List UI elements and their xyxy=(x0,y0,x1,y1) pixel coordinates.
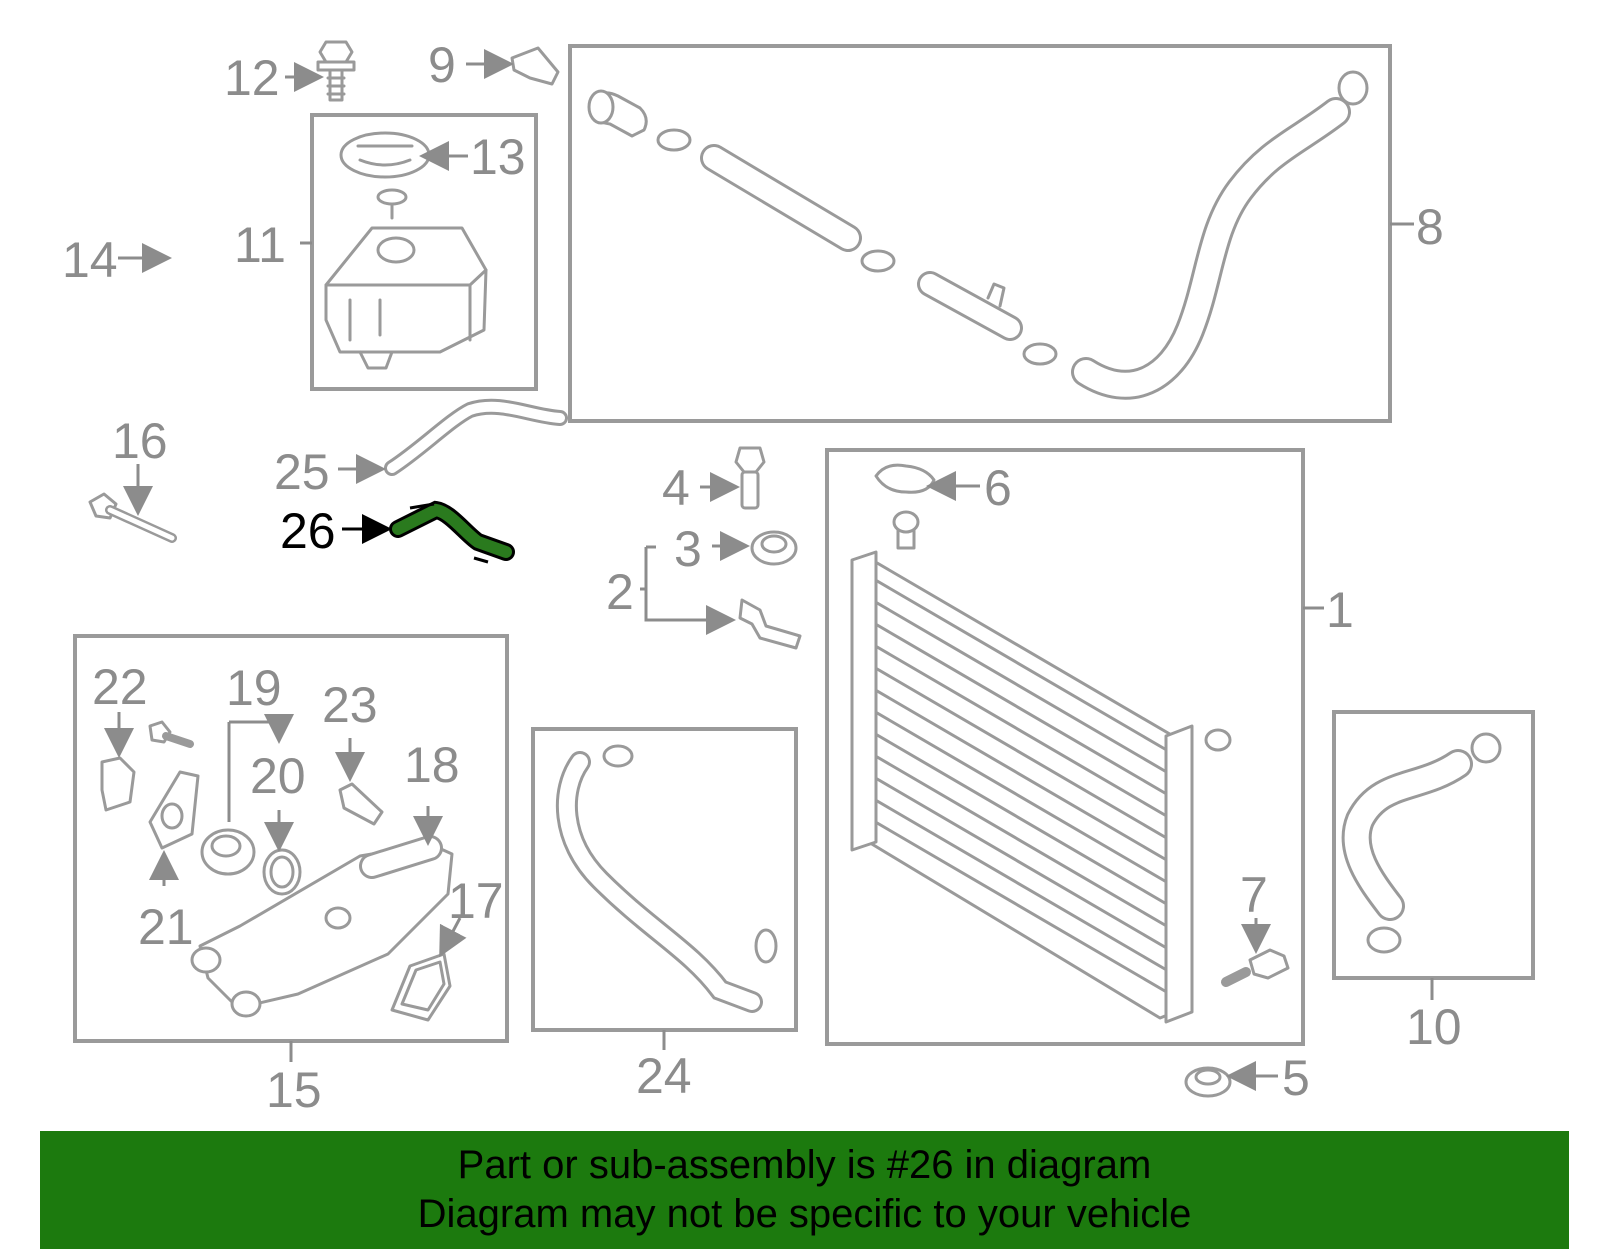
part-26-highlighted-hose[interactable] xyxy=(389,500,515,564)
label-22: 22 xyxy=(92,659,148,715)
part-21-gasket[interactable] xyxy=(148,770,200,850)
part-1-radiator[interactable] xyxy=(850,510,1232,1024)
part-8-hose-assembly[interactable] xyxy=(587,70,1369,400)
banner-line-part: Part or sub-assembly is #26 in diagram xyxy=(457,1143,1152,1187)
part-7-drain-plug[interactable] xyxy=(1221,948,1290,987)
part-5-mount[interactable] xyxy=(1184,1066,1232,1098)
label-7: 7 xyxy=(1240,867,1268,923)
label-23: 23 xyxy=(322,677,378,733)
label-14: 14 xyxy=(62,232,118,288)
part-4-bolt[interactable] xyxy=(734,446,766,510)
part-16-bolt[interactable] xyxy=(88,492,177,543)
part-9-clip[interactable] xyxy=(510,46,560,86)
label-9: 9 xyxy=(428,37,456,93)
part-14-overflow-hose[interactable] xyxy=(171,165,273,370)
part-10-lower-hose[interactable] xyxy=(1341,732,1502,954)
part-3-grommet[interactable] xyxy=(750,530,798,566)
label-1: 1 xyxy=(1326,582,1354,638)
info-banner: Part or sub-assembly is #26 in diagram D… xyxy=(40,1131,1569,1249)
part-22-bracket[interactable] xyxy=(100,756,136,812)
label-24: 24 xyxy=(636,1048,692,1104)
label-6: 6 xyxy=(984,460,1012,516)
label-10: 10 xyxy=(1406,999,1462,1055)
label-5: 5 xyxy=(1282,1050,1310,1106)
part-13-reservoir-cap[interactable] xyxy=(339,131,431,220)
label-18: 18 xyxy=(404,737,460,793)
label-2: 2 xyxy=(606,564,634,620)
part-25-hose[interactable] xyxy=(384,398,568,476)
part-2-bracket[interactable] xyxy=(738,598,802,650)
label-8: 8 xyxy=(1416,199,1444,255)
part-11-reservoir[interactable] xyxy=(324,226,488,370)
part-23-sensor[interactable] xyxy=(338,782,384,826)
label-20: 20 xyxy=(250,748,306,804)
label-13: 13 xyxy=(470,129,526,185)
label-21: 21 xyxy=(138,899,194,955)
label-25: 25 xyxy=(274,444,330,500)
label-16: 16 xyxy=(112,413,168,469)
group-box-reservoir xyxy=(310,113,538,391)
label-26: 26 xyxy=(280,503,336,559)
part-19-thermostat[interactable] xyxy=(200,828,256,876)
part-12-bolt[interactable] xyxy=(316,40,356,102)
label-4: 4 xyxy=(662,460,690,516)
banner-line-disclaimer: Diagram may not be specific to your vehi… xyxy=(417,1192,1192,1236)
label-3: 3 xyxy=(674,521,702,577)
label-11: 11 xyxy=(234,217,286,273)
label-15: 15 xyxy=(266,1062,322,1118)
part-18-housing[interactable] xyxy=(190,835,454,1018)
group-box-radiator xyxy=(825,448,1305,1046)
group-box-hoses xyxy=(568,44,1392,423)
label-12: 12 xyxy=(224,50,280,106)
label-17: 17 xyxy=(448,873,504,929)
label-19: 19 xyxy=(226,660,282,716)
part-20-o-ring[interactable] xyxy=(262,848,302,896)
part-bolt-small[interactable] xyxy=(148,720,194,748)
part-17-gasket[interactable] xyxy=(390,952,452,1022)
part-6-radiator-cap[interactable] xyxy=(874,463,936,494)
part-24-pipe[interactable] xyxy=(555,744,778,1013)
